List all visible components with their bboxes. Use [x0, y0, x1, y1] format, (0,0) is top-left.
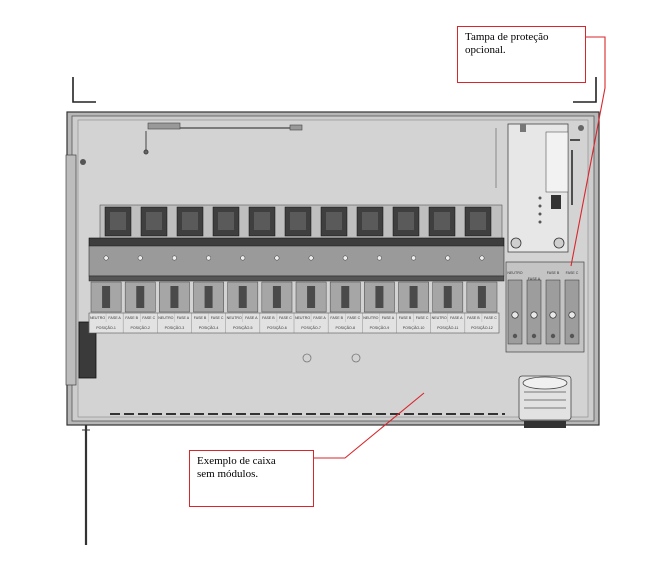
module-position-label: POSIÇÃO-10	[403, 325, 425, 330]
callout-cover-line2: opcional.	[465, 44, 506, 56]
left-hinge	[65, 154, 97, 545]
module-position-label: POSIÇÃO-12	[471, 325, 493, 330]
module-label-right: FASE A	[177, 316, 190, 320]
module-label-left: FASE B	[399, 316, 412, 320]
module-label-right: FASE A	[245, 316, 258, 320]
module-label-left: FASE B	[194, 316, 207, 320]
module-label-left: NEUTRO	[158, 316, 173, 320]
module-position-label: POSIÇÃO-6	[267, 325, 287, 330]
connector-rail	[99, 204, 503, 240]
module-label-right: FASE C	[142, 316, 155, 320]
terminal-label: FASE B	[547, 271, 560, 275]
breaker-row	[90, 255, 498, 313]
module-position-label: POSIÇÃO-4	[199, 325, 219, 330]
module-position-label: POSIÇÃO-1	[96, 325, 116, 330]
screw	[137, 255, 143, 261]
module-label-left: NEUTRO	[432, 316, 447, 320]
module-label-right: FASE C	[416, 316, 429, 320]
module-label-left: FASE B	[467, 316, 480, 320]
module-label-left: NEUTRO	[227, 316, 242, 320]
module-label-left: NEUTRO	[295, 316, 310, 320]
terminal-label: FASE C	[566, 271, 579, 275]
top-rail	[143, 122, 303, 155]
module-position-label: POSIÇÃO-3	[165, 325, 185, 330]
terminal-label: NEUTRO	[507, 271, 522, 275]
floor-details	[110, 353, 505, 415]
callout-cover-line1: Tampa de proteção	[465, 31, 549, 43]
module-label-right: FASE C	[211, 316, 224, 320]
module-label-right: FASE A	[313, 316, 326, 320]
module-label-right: FASE C	[279, 316, 292, 320]
module-label-right: FASE A	[382, 316, 395, 320]
module-label-right: FASE C	[347, 316, 360, 320]
module-label-left: NEUTRO	[363, 316, 378, 320]
module-label-left: NEUTRO	[90, 316, 105, 320]
protective-cover	[495, 123, 584, 253]
module-position-label: POSIÇÃO-7	[301, 325, 321, 330]
module-position-label: POSIÇÃO-8	[335, 325, 355, 330]
callout-box-line2: sem módulos.	[197, 468, 259, 480]
mounting-brackets	[72, 77, 597, 103]
screw	[103, 255, 109, 261]
module-position-label: POSIÇÃO-2	[130, 325, 150, 330]
module-position-label: POSIÇÃO-9	[370, 325, 390, 330]
module-position-label: POSIÇÃO-11	[437, 325, 458, 330]
screw	[445, 255, 451, 261]
terminal-label: FASE A	[528, 277, 541, 281]
module-label-left: FASE B	[330, 316, 343, 320]
screw	[376, 255, 382, 261]
callout-leaders	[314, 36, 606, 459]
module-position-label: POSIÇÃO-5	[233, 325, 253, 330]
screw	[308, 255, 314, 261]
screw	[479, 255, 485, 261]
callout-box-line1: Exemplo de caixa	[197, 455, 276, 467]
module-label-left: FASE B	[262, 316, 275, 320]
module-label-right: FASE A	[450, 316, 463, 320]
screw	[411, 255, 417, 261]
module-label-left: FASE B	[125, 316, 138, 320]
screw	[240, 255, 246, 261]
screw	[171, 255, 177, 261]
callout-cover: Tampa de proteção opcional.	[457, 26, 586, 83]
module-label-right: FASE C	[484, 316, 497, 320]
callout-box: Exemplo de caixa sem módulos.	[189, 450, 314, 507]
terminal-block: NEUTRO FASE A FASE B FASE C	[505, 261, 585, 353]
module-label-right: FASE A	[108, 316, 121, 320]
screw	[274, 255, 280, 261]
cable-gland	[518, 375, 572, 428]
screw	[342, 255, 348, 261]
screw	[206, 255, 212, 261]
bus-bar	[88, 237, 505, 282]
